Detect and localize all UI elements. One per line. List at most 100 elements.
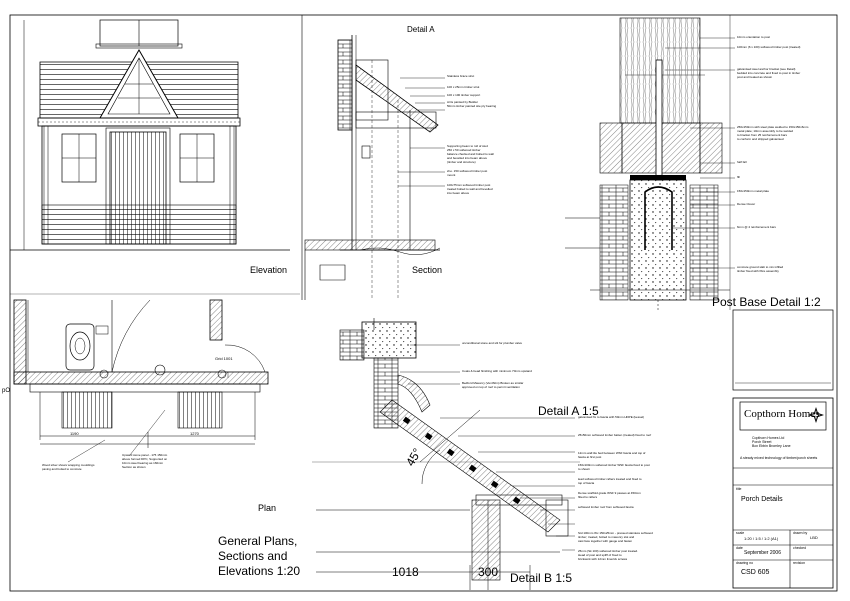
detail-a-15-note: Coats & bead finishing with minimum 70mm… (462, 369, 532, 373)
company-address-2: Porch Street (752, 440, 772, 444)
scale-label: scale (736, 531, 745, 535)
detail-b-note: 12mm wall tile bed between WSF fascia an… (578, 451, 646, 455)
detail-b-note: cast face together with gauge and fasten (578, 539, 633, 543)
detail-b-note: softwood timber roof from softwood fasci… (578, 505, 634, 509)
detail-b-note: Std 100mm Wx 150x25mm - pressed stainles… (578, 531, 653, 535)
detail-a-note: into beam above (447, 191, 470, 195)
post-base-note: timber fixed with fibre assembly (737, 269, 779, 273)
small-mark: pO (2, 388, 11, 394)
sheet-border (9, 14, 838, 592)
post-base-note: half fall (737, 160, 747, 164)
revision-label: revision (793, 561, 806, 565)
detail-b-note: fascia at first post (578, 455, 602, 459)
general-title-line2: Sections and (218, 549, 288, 563)
title-block (732, 309, 834, 589)
post-base-note: 250x150mm with steel plate welded to 150… (737, 125, 809, 129)
detail-a-note: 100 x 25mm timber strut (447, 85, 480, 89)
post-base-note: 100mm (6 x 100) softwood timber post (tr… (737, 45, 801, 49)
date-value: September 2006 (744, 550, 781, 556)
post-base-note: 150x150mm metal plate (737, 189, 770, 193)
section-drawing (301, 15, 445, 300)
drawing-no: CSD 605 (741, 569, 770, 576)
date-label: date (736, 546, 743, 550)
detail-b-note: galvanised fix to fascia with 50mm HDPE … (578, 415, 645, 419)
detail-b-note: to shown (578, 467, 591, 471)
post-base-note: 6mm @ 4 reinforcement bars (737, 225, 776, 229)
detail-b-note: timber; treated, bolted to masonry slot … (578, 535, 635, 539)
detail-a-15-note: unconditional stone and slit for plumber… (462, 341, 523, 345)
drawn-label: drawn by (793, 531, 808, 535)
detail-a-note: 100 x 100 timber support (447, 93, 481, 97)
company-address-3: Box Ebbin Bromley Lane (752, 444, 791, 448)
detail-a-note: 50mm timber painted site ply bearing (447, 104, 497, 108)
detail-a-note: 250 x 50 softwood timber (447, 148, 481, 152)
post-base-title: Post Base Detail 1:2 (712, 295, 821, 309)
checked-label: checked (793, 546, 807, 550)
post-base-note: to conform and shipped galvanised (737, 137, 784, 141)
company-subtitle: A steady mixed technology of timber/porc… (740, 456, 818, 460)
section-title: Section (412, 265, 443, 275)
detail-a-note: 2no. 150 softwood timber post (447, 169, 488, 173)
general-title-line1: General Plans, (218, 534, 298, 548)
detail-a-note: and bevelled into beam above (447, 156, 488, 160)
detail-b-note: 150x100mm softwood timber WSF fascia fix… (578, 463, 650, 467)
detail-a-15-title: Detail A 1:5 (538, 404, 599, 418)
detail-b-note: Dense scaffold grade WSF 9 passes at 450… (578, 491, 641, 495)
detail-b-note: top of fascia (578, 481, 595, 485)
detail-a-note: Stainless brace strut (447, 74, 475, 78)
post-base-note: bedded into concrete and fixed to post i… (737, 71, 801, 75)
detail-a-note: mount (447, 173, 456, 177)
post-base-drawing (565, 15, 735, 312)
title-label: title (736, 487, 742, 491)
detail-b-15-title: Detail B 1:5 (510, 571, 573, 585)
post-base-note: 10mm orientation to post (737, 35, 771, 39)
elevation-title: Elevation (250, 265, 288, 275)
plan-note: Wood silver shows wrapping mouldings (42, 463, 95, 467)
plan-note: above formed DPC, Supported on (122, 457, 168, 461)
scale-value: 1:20 / 1:5 / 1:2 (A1) (744, 536, 779, 541)
plan-dim-2: 1270 (190, 431, 199, 436)
plan-title: Plan (258, 503, 277, 513)
detail-a-note: balance checked and bolted to wall (447, 152, 494, 156)
company-logo-text: Copthorn Homes (744, 408, 820, 420)
detail-b-note: 25mm (Sk 100) softwood timber post treat… (578, 549, 639, 553)
detail-b-note: 25x50mm softwood timber batten (treated)… (578, 433, 652, 437)
post-base-note: post and treated as shown (737, 75, 773, 79)
plan-note: 10mm steel bearing as 160mm (122, 461, 164, 465)
post-base-note: concrete ground slab to mix infilled (737, 265, 784, 269)
detail-a-15-note: Bedford Masonry (VentSlim) Broken as sim… (462, 381, 524, 385)
detail-b-note: lead softwood timber rafters treated and… (578, 477, 642, 481)
dim-1018: 1018 (392, 565, 419, 579)
company-address-1: Copthorn Homes Ltd (752, 436, 785, 440)
detail-a-note: Supporting beam to roll of stud (447, 144, 488, 148)
drawing-title: Porch Details (741, 496, 783, 503)
plan-dim-1: 1190 (70, 431, 79, 436)
compass-logo-icon (808, 407, 824, 423)
post-base-note: fill (737, 175, 740, 179)
detail-a-note: 100x75mm softwood timber post (447, 183, 491, 187)
post-base-note: Dense Clover (737, 202, 756, 206)
dim-300: 300 (478, 565, 499, 579)
post-base-note: galvanised steel anchor bracket (see Det… (737, 67, 796, 71)
plan-tag: Grid 1001 (215, 356, 233, 361)
detail-a-note: (timber and structure) (447, 160, 476, 164)
plan-note: paving and butted to concrete (42, 467, 82, 471)
drawing-no-label: drawing no (736, 561, 754, 565)
plan-note: Section as shown (122, 465, 146, 469)
plan-note: Upward stone panel - 175 150mm (122, 453, 168, 457)
detail-a-note: treated bolted to wall and bevelled (447, 187, 493, 191)
drawn-value: LBD (810, 535, 818, 540)
detail-b-note: fitted to rafters (578, 495, 598, 499)
detail-b-note: Head of post and spliff of fixed to (578, 553, 622, 557)
detail-b-note: brickwork with 12mm limerick screws (578, 557, 628, 561)
post-base-note: to bracket from 25 reinforcement bars (737, 133, 788, 137)
detail-a-15-note: approved on top of roof to permit ventil… (462, 385, 520, 389)
post-base-note: metal plate; 10mm assembly to be welded (737, 129, 794, 133)
general-title-line3: Elevations 1:20 (218, 564, 301, 578)
detail-b-drawing (312, 399, 580, 590)
detail-a-top-title: Detail A (407, 25, 435, 34)
detail-a-note: Arris painted by Builder (447, 100, 479, 104)
elevation-drawing (10, 19, 290, 251)
plan-drawing (10, 293, 300, 463)
